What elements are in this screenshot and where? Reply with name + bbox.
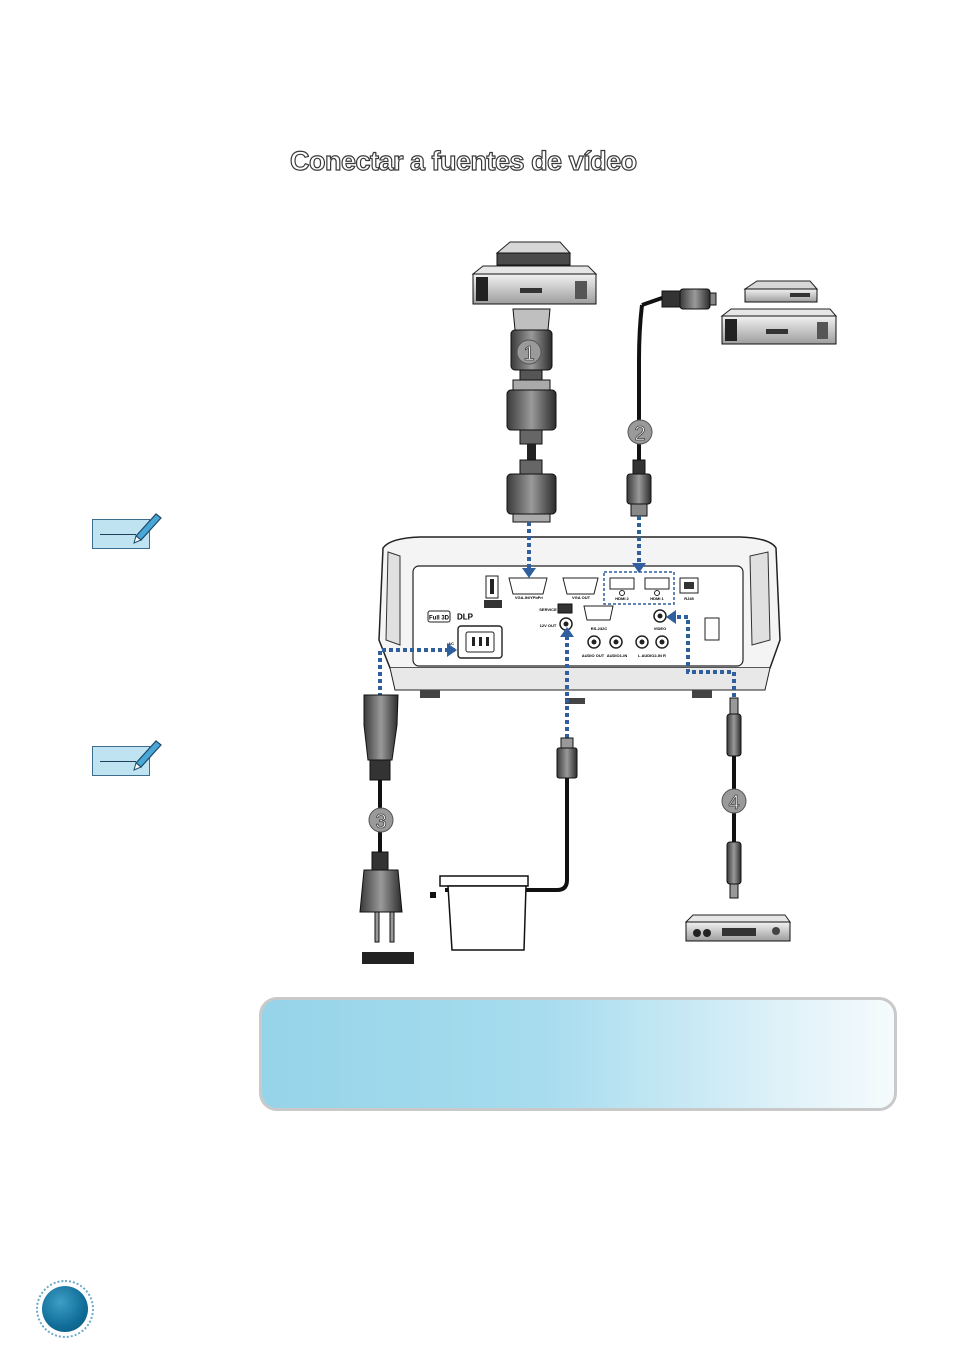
vga-cable-1 xyxy=(506,308,557,523)
service-label: SERVICE xyxy=(539,607,557,612)
vcr-device xyxy=(720,308,838,345)
projection-screen xyxy=(430,875,529,951)
audio1-in-label: AUDIO1-IN xyxy=(607,653,628,658)
info-box xyxy=(259,997,897,1111)
svg-text:4: 4 xyxy=(728,792,739,814)
audio-out-label: AUDIO OUT xyxy=(582,653,605,658)
callout-2: 2 xyxy=(627,419,653,445)
page-title: Conectar a fuentes de vídeo xyxy=(289,145,637,176)
vcr-device xyxy=(684,914,791,942)
svg-text:3: 3 xyxy=(375,811,386,833)
connection-diagram: Full 3D DLP VGA-IN/YPbPr/ VGA OUT HDMI 2… xyxy=(359,241,838,964)
rj45-label: RJ45 xyxy=(684,596,694,601)
dlp-logo: DLP xyxy=(457,613,474,622)
callout-3: 3 xyxy=(368,807,394,833)
ac-label: AC xyxy=(448,641,454,646)
12v-out-label: 12V OUT xyxy=(540,623,557,628)
vga-out-label: VGA OUT xyxy=(572,595,591,600)
hdmi-cable-2 xyxy=(626,288,717,517)
12v-trigger-cable xyxy=(445,737,578,892)
connection-guides xyxy=(378,516,736,795)
note-pencil-icon xyxy=(92,510,164,550)
note-pencil-icon xyxy=(92,737,164,777)
svg-text:2: 2 xyxy=(634,423,645,445)
svg-text:1: 1 xyxy=(523,343,534,365)
arrow-heads xyxy=(447,563,676,657)
callout-4: 4 xyxy=(721,788,747,814)
dvd-player-device xyxy=(743,280,819,303)
projector-rear-panel: Full 3D DLP VGA-IN/YPbPr/ VGA OUT HDMI 2… xyxy=(378,536,781,704)
dvd-player-device xyxy=(495,241,572,266)
vga-in-label: VGA-IN/YPbPr/ xyxy=(515,595,544,600)
audio2-in-label: L AUDIO2-IN R xyxy=(638,653,666,658)
full3d-logo: Full 3D xyxy=(429,616,450,622)
video-cable-4 xyxy=(726,697,742,899)
rs232-label: RS-232C xyxy=(591,626,608,631)
callout-1: 1 xyxy=(516,339,542,365)
hdmi2-label: HDMI 2 xyxy=(615,596,629,601)
video-label: VIDEO xyxy=(654,626,666,631)
page-number-badge xyxy=(36,1280,94,1338)
hdmi1-label: HDMI 1 xyxy=(650,596,664,601)
vcr-device xyxy=(471,265,598,305)
